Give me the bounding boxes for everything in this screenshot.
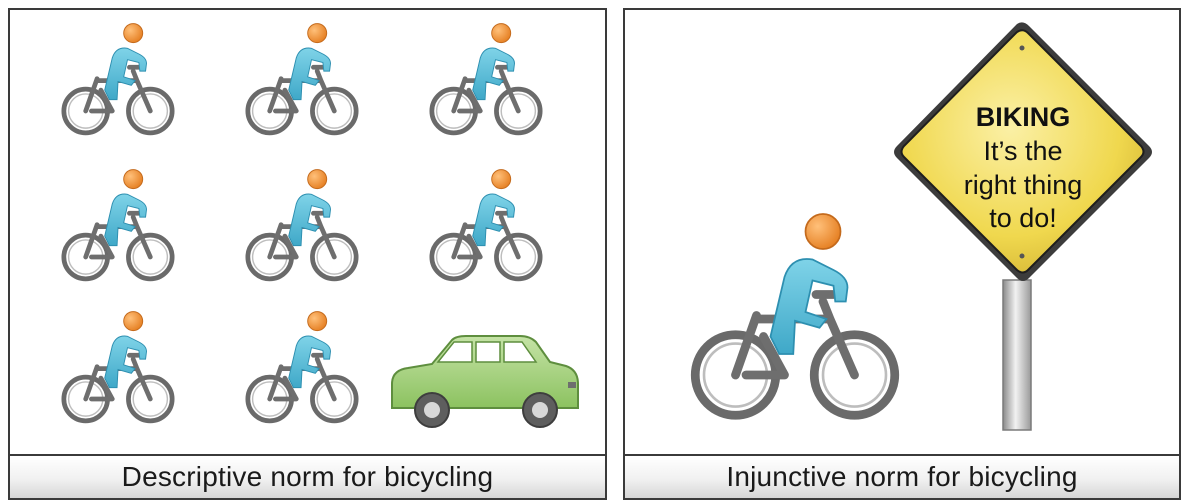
cyclist-icon bbox=[64, 24, 172, 133]
cyclist-icon bbox=[695, 214, 895, 415]
injunctive-norm-illustration: BIKING It’s the right thing to do! bbox=[625, 22, 1152, 431]
cyclist-icon bbox=[432, 24, 540, 133]
cyclist-icon bbox=[64, 170, 172, 279]
sign-bolt bbox=[1019, 45, 1025, 51]
cyclist-icon bbox=[248, 170, 356, 279]
sign-pole bbox=[1002, 279, 1032, 431]
sign-line: to do! bbox=[989, 203, 1057, 233]
car-icon bbox=[391, 335, 579, 428]
cyclist-icon bbox=[432, 170, 540, 279]
cyclist-icon bbox=[248, 312, 356, 421]
injunctive-norm-panel: BIKING It’s the right thing to do! Injun… bbox=[623, 8, 1181, 500]
sign-heading: BIKING bbox=[976, 102, 1071, 132]
biking-sign: BIKING It’s the right thing to do! bbox=[894, 22, 1152, 282]
descriptive-norm-panel: Descriptive norm for bicycling bbox=[8, 8, 607, 500]
descriptive-norm-caption: Descriptive norm for bicycling bbox=[10, 454, 605, 498]
sign-line: It’s the bbox=[983, 136, 1062, 166]
injunctive-norm-caption: Injunctive norm for bicycling bbox=[625, 454, 1179, 498]
sign-bolt bbox=[1019, 253, 1025, 259]
cyclist-icon bbox=[64, 312, 172, 421]
descriptive-norm-illustration bbox=[10, 10, 579, 428]
cyclist-icon bbox=[248, 24, 356, 133]
sign-line: right thing bbox=[964, 170, 1083, 200]
